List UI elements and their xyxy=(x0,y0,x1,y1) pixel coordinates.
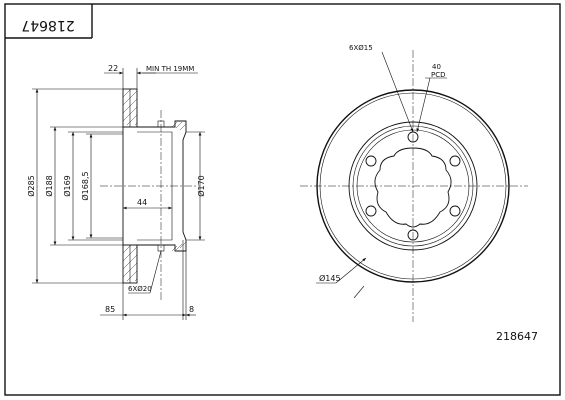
dim-d188: Ø188 xyxy=(44,175,54,197)
dim-d168: Ø168,5 xyxy=(80,171,90,200)
dim-bolt-holes: 6XØ15 xyxy=(349,44,373,52)
centre-bore xyxy=(374,147,452,228)
bolt-hole xyxy=(449,205,461,217)
dim-min-thickness: MIN TH 19MM xyxy=(146,65,194,73)
drawing-frame xyxy=(4,3,561,396)
dim-depth: 44 xyxy=(137,198,147,207)
side-section-view: 22 MIN TH 19MM Ø285 Ø188 Ø169 Ø168,5 44 … xyxy=(26,64,206,320)
dim-angle: 40 xyxy=(432,63,441,71)
bolt-hole xyxy=(365,155,377,167)
dim-height: 85 xyxy=(105,305,115,314)
hat-hatching xyxy=(171,121,187,252)
title-box: 218647 xyxy=(5,4,93,39)
hat-profile xyxy=(122,120,187,252)
part-number: 218647 xyxy=(496,330,538,343)
dim-d169: Ø169 xyxy=(62,175,72,197)
dim-outer-diameter: Ø285 xyxy=(26,175,36,197)
bolt-hole xyxy=(407,229,419,241)
dim-bolt-circle: Ø145 xyxy=(319,273,341,283)
dim-pcd: PCD xyxy=(431,71,446,79)
bolt-hole xyxy=(449,155,461,167)
title-part-number: 218647 xyxy=(21,17,74,33)
dim-thickness: 22 xyxy=(108,64,118,73)
dim-flange: 8 xyxy=(189,305,194,314)
front-view: 6XØ15 40 PCD Ø145 xyxy=(300,44,528,322)
bolt-hole xyxy=(365,205,377,217)
disc-inner-edge xyxy=(348,121,478,251)
dim-holes: 6XØ20 xyxy=(128,285,152,293)
disc-outer-edge xyxy=(316,89,510,283)
dim-hub-bore: Ø170 xyxy=(196,175,206,197)
